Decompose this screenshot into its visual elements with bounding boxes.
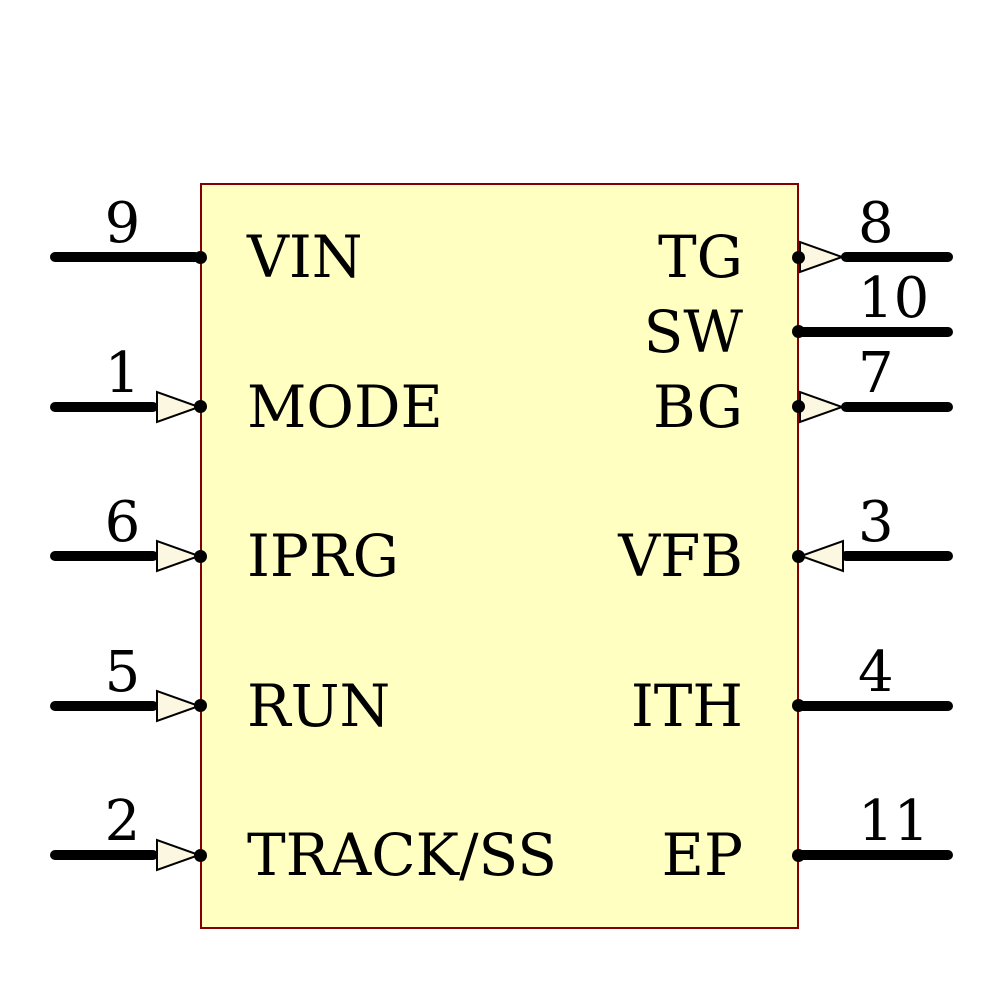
pin-number-label: 4 [858, 639, 894, 705]
pin-name-label: IPRG [247, 522, 399, 590]
pin-name-label: MODE [247, 372, 443, 441]
pin-number-label: 3 [858, 490, 894, 555]
pin-connection-dot [791, 325, 805, 339]
pin-connection-dot [193, 699, 207, 712]
pin-stub-ith[interactable] [798, 700, 953, 711]
pin-stub-vfb[interactable] [841, 551, 953, 561]
input-arrow-icon [156, 838, 202, 872]
pin-stub-mode[interactable] [50, 401, 158, 412]
pin-connection-dot [791, 250, 805, 264]
output-arrow-icon [799, 240, 845, 274]
pin-number-label: 9 [104, 191, 141, 256]
pin-stub-run[interactable] [50, 700, 158, 711]
pin-name-label: TG [657, 223, 743, 291]
input-arrow-icon [156, 390, 202, 423]
input-arrow-icon [156, 689, 202, 722]
pin-name-label: ITH [630, 671, 743, 740]
pin-name-label: EP [661, 821, 743, 889]
pin-name-label: VIN [247, 223, 363, 291]
pin-stub-track-ss[interactable] [50, 850, 158, 860]
pin-connection-dot [791, 400, 805, 413]
pin-connection-dot [791, 549, 805, 563]
pin-number-label: 11 [858, 789, 930, 854]
pin-connection-dot [193, 250, 207, 264]
symbol-body[interactable] [200, 183, 799, 929]
input-arrow-icon [798, 539, 844, 573]
pin-name-label: TRACK/SS [247, 821, 557, 889]
pin-connection-dot [193, 400, 207, 413]
pin-name-label: VFB [618, 522, 743, 590]
pin-stub-iprg[interactable] [50, 551, 158, 561]
pin-connection-dot [193, 549, 207, 563]
pin-number-label: 5 [104, 639, 141, 705]
pin-stub-ep[interactable] [798, 850, 953, 860]
pin-name-label: SW [643, 297, 743, 366]
pin-number-label: 8 [858, 191, 894, 256]
pin-number-label: 2 [104, 789, 141, 854]
input-arrow-icon [156, 539, 202, 573]
pin-name-label: BG [652, 372, 743, 441]
pin-stub-vin[interactable] [50, 252, 200, 262]
pin-connection-dot [791, 699, 805, 712]
pin-name-label: RUN [247, 671, 391, 740]
pin-number-label: 10 [858, 265, 930, 331]
pin-number-label: 6 [104, 490, 141, 555]
pin-connection-dot [193, 848, 207, 862]
pin-stub-tg[interactable] [841, 252, 953, 262]
pin-stub-bg[interactable] [841, 401, 953, 412]
pin-number-label: 7 [858, 340, 894, 406]
pin-connection-dot [791, 848, 805, 862]
pin-stub-sw[interactable] [798, 326, 953, 337]
pin-number-label: 1 [104, 340, 141, 406]
output-arrow-icon [799, 390, 845, 423]
